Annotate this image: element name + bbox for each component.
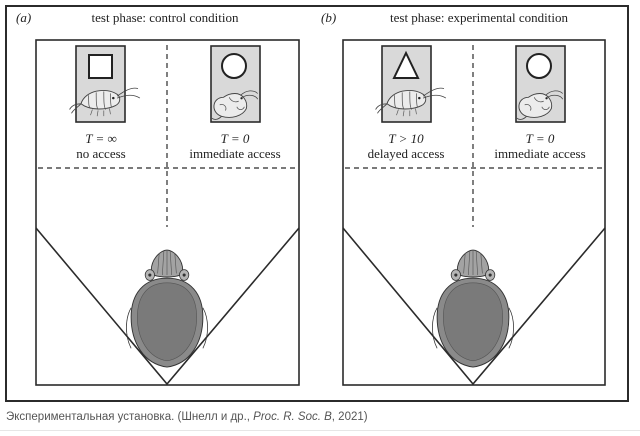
panel-b-title: test phase: experimental condition bbox=[390, 10, 568, 25]
panel-a-title: test phase: control condition bbox=[92, 10, 239, 25]
label-b-right-time: T = 0 bbox=[526, 131, 555, 146]
panel-a-tag: (a) bbox=[16, 10, 31, 25]
label-b-left-access: delayed access bbox=[368, 146, 445, 161]
funnel-wall-a bbox=[35, 227, 300, 386]
figure-caption: Экспериментальная установка. (Шнелл и др… bbox=[6, 411, 368, 423]
caption-prefix: Экспериментальная установка. (Шнелл и др… bbox=[6, 411, 254, 423]
caption-suffix: , 2021) bbox=[331, 411, 368, 423]
panel-b: (b) test phase: experimental condition T… bbox=[321, 10, 606, 386]
label-a-left-access: no access bbox=[76, 146, 125, 161]
funnel-wall-b bbox=[342, 227, 606, 386]
caption-journal: Proc. R. Soc. B bbox=[253, 411, 332, 423]
label-b-right-access: immediate access bbox=[494, 146, 585, 161]
bottom-rule bbox=[0, 430, 640, 431]
triangle-symbol-icon bbox=[392, 50, 420, 79]
label-a-right-access: immediate access bbox=[189, 146, 280, 161]
circle-symbol-icon bbox=[526, 53, 552, 79]
stimulus-card-square bbox=[69, 45, 141, 123]
panel-a: (a) test phase: control condition T = ∞ … bbox=[16, 10, 300, 386]
stimulus-card-circle-b bbox=[515, 45, 566, 123]
experiment-diagram: (a) test phase: control condition T = ∞ … bbox=[16, 10, 606, 386]
square-symbol-icon bbox=[88, 54, 113, 79]
circle-symbol-icon bbox=[221, 53, 247, 79]
label-a-right-time: T = 0 bbox=[221, 131, 250, 146]
stimulus-card-triangle bbox=[375, 45, 447, 123]
label-b-left-time: T > 10 bbox=[388, 131, 424, 146]
stimulus-card-circle-a bbox=[210, 45, 261, 123]
label-a-left-time: T = ∞ bbox=[85, 131, 117, 146]
panel-b-tag: (b) bbox=[321, 10, 336, 25]
